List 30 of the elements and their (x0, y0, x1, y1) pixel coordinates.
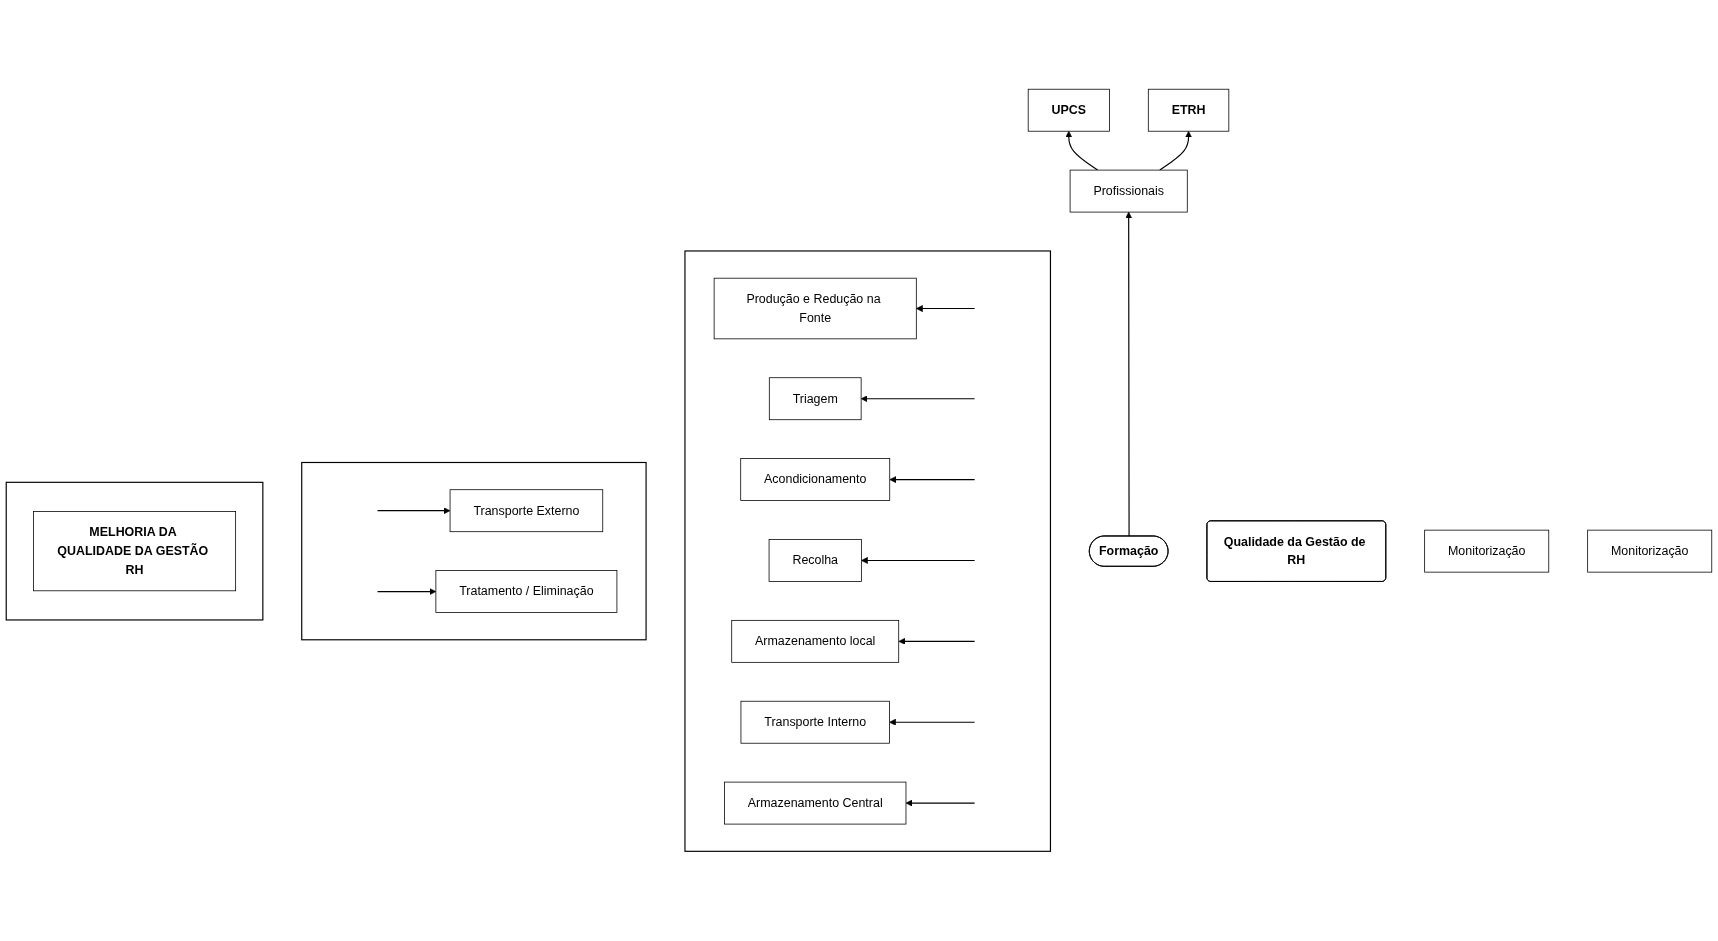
arrow (1125, 212, 1133, 538)
node-box: Profissionais (1069, 169, 1188, 213)
node-box: Recolha (768, 539, 862, 583)
node-box: MELHORIA DA QUALIDADE DA GESTÃO RH (33, 511, 236, 592)
arrow (889, 476, 976, 484)
arrow (889, 719, 976, 726)
node-box: Triagem (768, 377, 862, 421)
node-box: Transporte Externo (449, 489, 604, 533)
node-box: Acondicionamento (740, 458, 891, 502)
node-box: Tratamento / Eliminação (435, 570, 618, 614)
node-box: Armazenamento Central (724, 781, 907, 825)
arrow (1065, 131, 1099, 171)
node-box: Transporte Interno (740, 701, 890, 744)
arrow (898, 638, 976, 645)
node-box: ETRH (1147, 89, 1230, 132)
node-box: Monitorização (1587, 530, 1713, 573)
arrow (905, 799, 976, 807)
arrow (916, 305, 976, 313)
node-box: Produção e Redução na Fonte (713, 278, 917, 340)
cluster (301, 462, 647, 641)
cluster (684, 250, 1052, 853)
arrow (861, 557, 976, 565)
arrow (376, 507, 451, 515)
arrow (860, 395, 976, 403)
node-box: Monitorização (1424, 530, 1550, 573)
node-box: Armazenamento local (731, 620, 900, 663)
cluster (5, 481, 264, 621)
arrow (1159, 131, 1192, 171)
node-box: UPCS (1027, 89, 1110, 132)
arrow (376, 588, 437, 596)
